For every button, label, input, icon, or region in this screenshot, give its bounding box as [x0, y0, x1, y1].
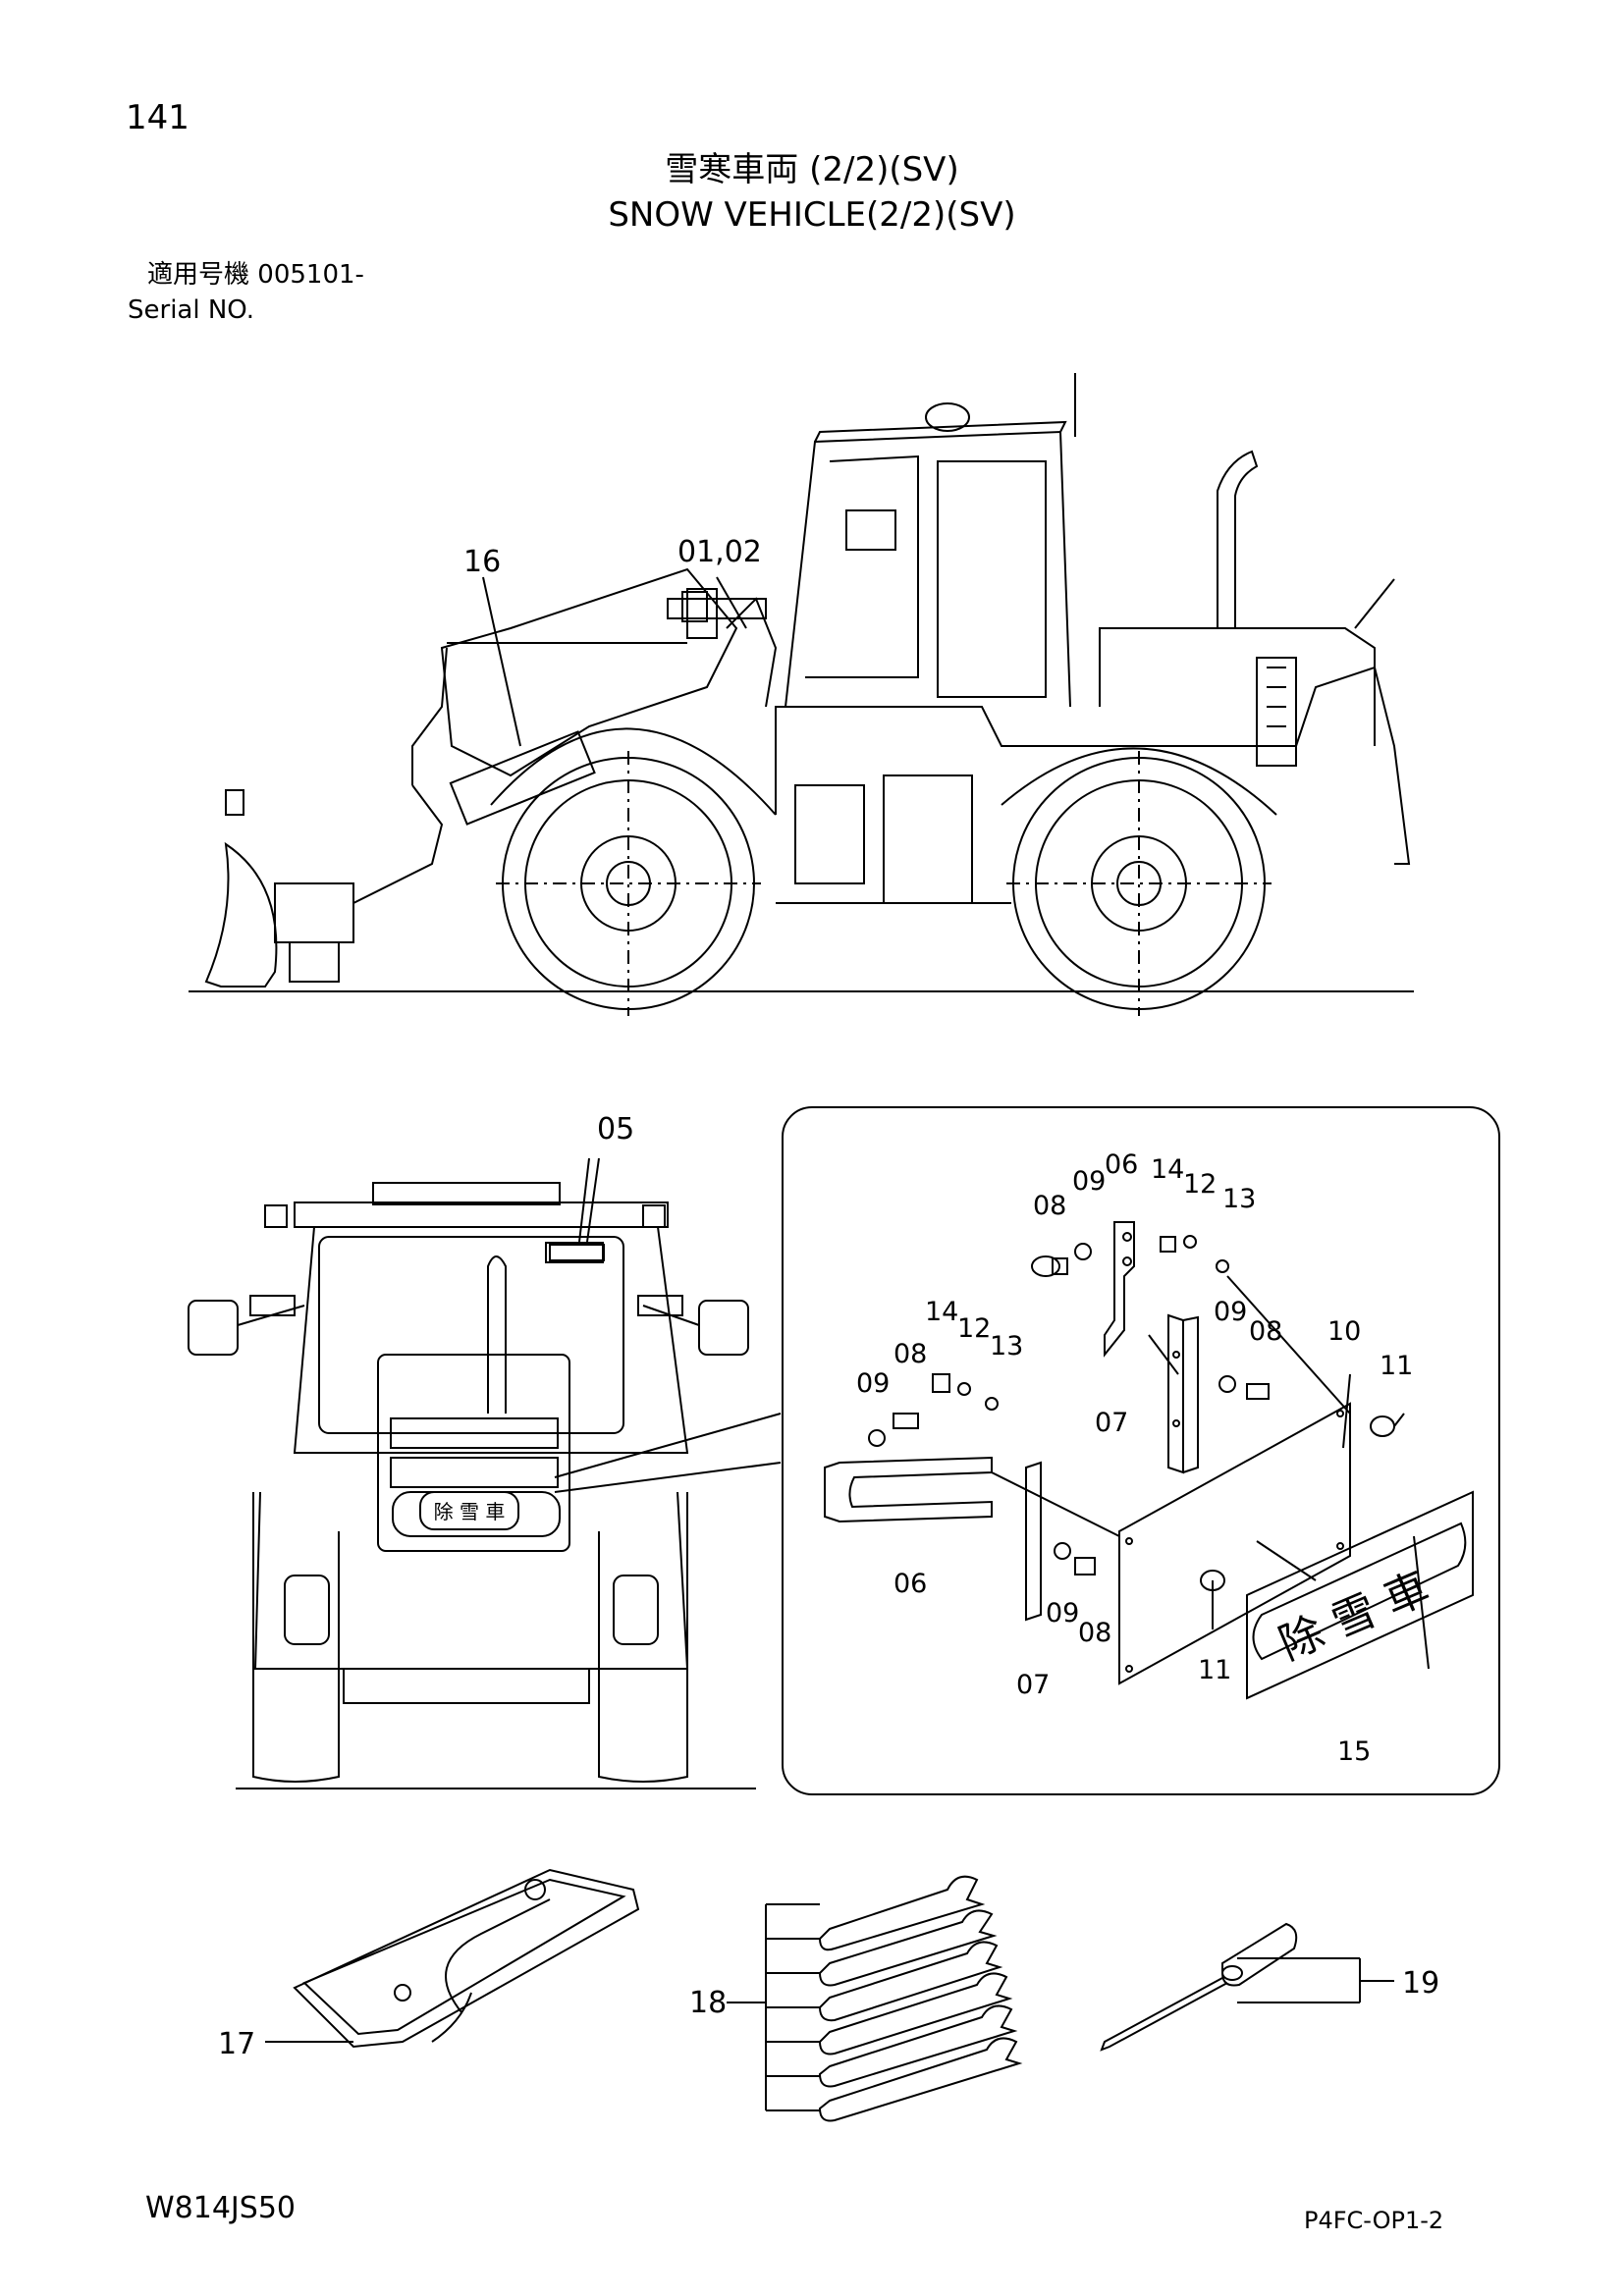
detail-box: 除 雪 車	[782, 1106, 1500, 1795]
detail-callout-08-c: 08	[1249, 1316, 1282, 1347]
detail-callout-09-d: 09	[1046, 1598, 1079, 1629]
serial-label-en: Serial NO.	[128, 295, 254, 325]
title-english: SNOW VEHICLE(2/2)(SV)	[608, 195, 1016, 235]
screwdriver	[1100, 1922, 1394, 2052]
front-sign-text: 除 雪 車	[434, 1500, 506, 1523]
title-japanese: 雪寒車両 (2/2)(SV)	[665, 150, 959, 189]
detail-callout-09-a: 09	[1072, 1166, 1106, 1197]
detail-callout-10: 10	[1327, 1316, 1361, 1347]
serial-number: 005101-	[257, 260, 364, 290]
detail-callout-11-b: 11	[1198, 1655, 1231, 1685]
callout-05: 05	[597, 1112, 634, 1147]
serial-label-jp: 適用号機	[147, 260, 250, 290]
page-number: 141	[126, 98, 189, 137]
detail-callout-13-a: 13	[1222, 1184, 1256, 1214]
detail-callout-13-b: 13	[990, 1331, 1023, 1362]
detail-callout-14-b: 14	[925, 1297, 958, 1327]
footer-model: W814JS50	[145, 2191, 296, 2225]
detail-callout-12-b: 12	[957, 1313, 991, 1344]
serial-block: 適用号機 005101- Serial NO.	[128, 257, 364, 328]
detail-callout-07-a: 07	[1095, 1408, 1128, 1438]
sign-plate-text: 除 雪 車	[1272, 1563, 1436, 1670]
detail-callout-08-d: 08	[1078, 1618, 1111, 1648]
detail-callout-09-b: 09	[856, 1368, 890, 1399]
detail-callout-14-a: 14	[1151, 1154, 1184, 1185]
tool-bag	[293, 1868, 640, 2049]
callout-01-02: 01,02	[677, 535, 762, 569]
footer-code: P4FC-OP1-2	[1304, 2207, 1444, 2234]
detail-callout-09-c: 09	[1214, 1297, 1247, 1327]
callout-19: 19	[1402, 1966, 1439, 2001]
detail-callout-07-b: 07	[1016, 1670, 1050, 1700]
detail-callout-08-a: 08	[1033, 1191, 1066, 1221]
detail-callout-06-a: 06	[1105, 1149, 1138, 1180]
front-view-loader: 除 雪 車	[188, 1157, 782, 1789]
page-title: 雪寒車両 (2/2)(SV) SNOW VEHICLE(2/2)(SV)	[0, 147, 1624, 238]
callout-18: 18	[689, 1986, 727, 2020]
callout-16: 16	[463, 545, 501, 579]
side-view-loader	[189, 373, 1414, 1016]
detail-callout-08-b: 08	[893, 1339, 927, 1369]
callout-17: 17	[218, 2027, 255, 2061]
detail-callout-12-a: 12	[1183, 1169, 1217, 1200]
detail-callout-06-b: 06	[893, 1569, 927, 1599]
wrench-set	[727, 1875, 1023, 2122]
detail-callout-15: 15	[1337, 1736, 1371, 1767]
detail-callout-11-a: 11	[1380, 1351, 1413, 1381]
